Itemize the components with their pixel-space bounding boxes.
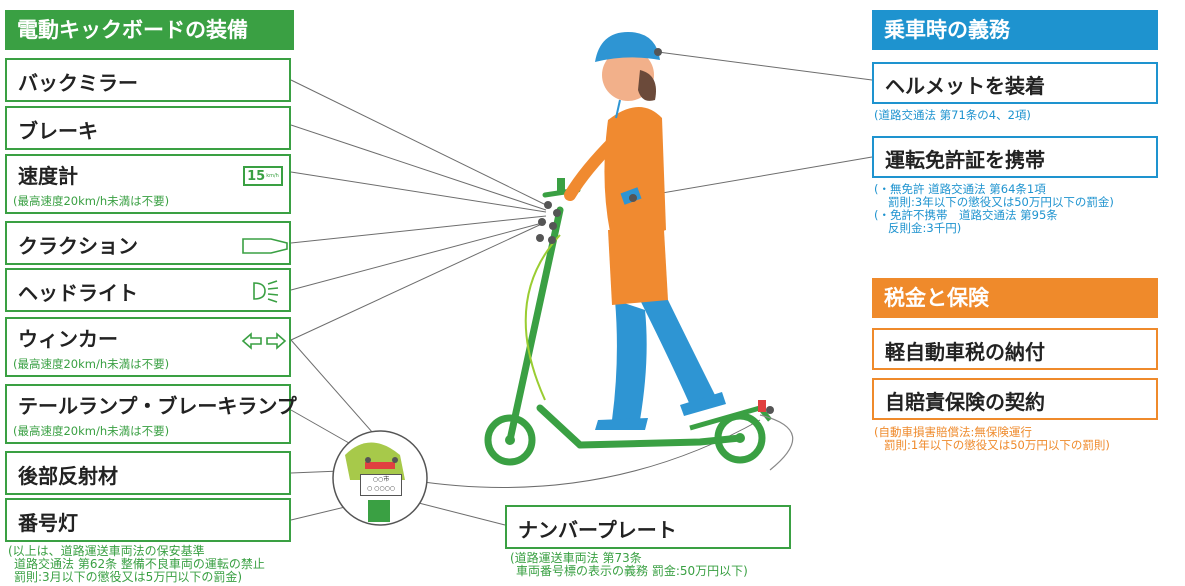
insurance-note: (自動車損害賠償法:無保険運行 罰則:1年以下の懲役又は50万円以下の罰則) [874,426,1110,452]
license-note-line: (・無免許 道路交通法 第64条1項 [874,182,1046,196]
equipment-item-rear-mirror: バックミラー [5,58,291,102]
equipment-item-rear-reflector: 後部反射材 [5,451,291,495]
turn-signal-icon [241,332,287,350]
number-plate-box: ナンバープレート [505,505,791,549]
equipment-heading: 電動キックボードの装備 [5,10,294,50]
equipment-item-headlight: ヘッドライト [5,268,291,312]
kick-scooter-icon [484,178,794,471]
equipment-item-turn-signal: ウィンカー (最高速度20km/h未満は不要) [5,317,291,377]
helmet-box: ヘルメットを装着 [872,62,1158,104]
equipment-label: ウィンカー [18,327,118,351]
tax-label: 軽自動車税の納付 [885,340,1045,364]
equipment-label: 番号灯 [18,511,78,535]
plate-note-line: 車両番号標の表示の義務 罰金:50万円以下) [516,564,748,578]
number-plate-label: ナンバープレート [518,518,677,542]
plate-note-line: (道路運送車両法 第73条 [510,551,642,565]
insurance-note-line: 罰則:1年以下の懲役又は50万円以下の罰則) [884,438,1110,452]
license-note: (・無免許 道路交通法 第64条1項 罰則:3年以下の懲役又は50万円以下の罰金… [874,183,1114,235]
plate-digits-icon: ○ ○○○○ [366,485,396,492]
license-note-line: 罰則:3年以下の懲役又は50万円以下の罰金) [888,195,1114,209]
equipment-item-brake: ブレーキ [5,106,291,150]
speedometer-value: 15 [247,168,266,184]
law-note-line: 道路交通法 第62条 整備不良車両の運転の禁止 [14,557,265,571]
horn-icon [242,238,288,254]
equipment-label: クラクション [18,234,138,258]
tax-heading: 税金と保険 [872,278,1158,318]
law-note-line: 罰則:3月以下の懲役又は5万円以下の罰金) [14,570,242,584]
speedometer-unit: km/h [266,173,279,179]
equipment-label: テールランプ・ブレーキランプ [18,394,297,418]
equipment-item-speedometer: 速度計 (最高速度20km/h未満は不要) 15 km/h [5,154,291,214]
license-label: 運転免許証を携帯 [885,148,1045,172]
equipment-label: ヘッドライト [18,281,138,305]
license-note-line: (・免許不携帯 道路交通法 第95条 [874,208,1058,222]
license-box: 運転免許証を携帯 [872,136,1158,178]
insurance-box: 自賠責保険の契約 [872,378,1158,420]
speedometer-icon: 15 km/h [243,166,283,186]
equipment-note: (最高速度20km/h未満は不要) [13,194,170,208]
equipment-item-horn: クラクション [5,221,291,265]
helmet-label: ヘルメットを装着 [885,74,1045,98]
equipment-label: 速度計 [18,164,78,188]
headlight-icon [253,280,279,303]
law-note-line: (以上は、道路運送車両法の保安基準 [8,544,205,558]
plate-city-text: ○○市 [372,476,390,483]
rider-illustration [564,32,726,430]
part-markers [536,48,774,414]
equipment-law-note: (以上は、道路運送車両法の保安基準 道路交通法 第62条 整備不良車両の運転の禁… [8,545,265,584]
number-plate-note: (道路運送車両法 第73条 車両番号標の表示の義務 罰金:50万円以下) [510,552,748,578]
equipment-item-plate-light: 番号灯 [5,498,291,542]
equipment-note: (最高速度20km/h未満は不要) [13,424,170,438]
helmet-note: (道路交通法 第71条の4、2項) [874,108,1031,122]
vehicle-tax-box: 軽自動車税の納付 [872,328,1158,370]
plate-detail: ○○市 ○ ○○○○ [360,474,402,496]
equipment-item-tail-brake-lamp: テールランプ・ブレーキランプ (最高速度20km/h未満は不要) [5,384,297,444]
license-note-line: 反則金:3千円) [888,221,962,235]
insurance-note-line: (自動車損害賠償法:無保険運行 [874,425,1032,439]
equipment-label: バックミラー [18,71,138,95]
obligations-heading: 乗車時の義務 [872,10,1158,50]
connector-lines [290,51,873,526]
equipment-label: ブレーキ [18,119,98,143]
equipment-note: (最高速度20km/h未満は不要) [13,357,170,371]
insurance-label: 自賠責保険の契約 [885,390,1045,414]
equipment-label: 後部反射材 [18,464,118,488]
